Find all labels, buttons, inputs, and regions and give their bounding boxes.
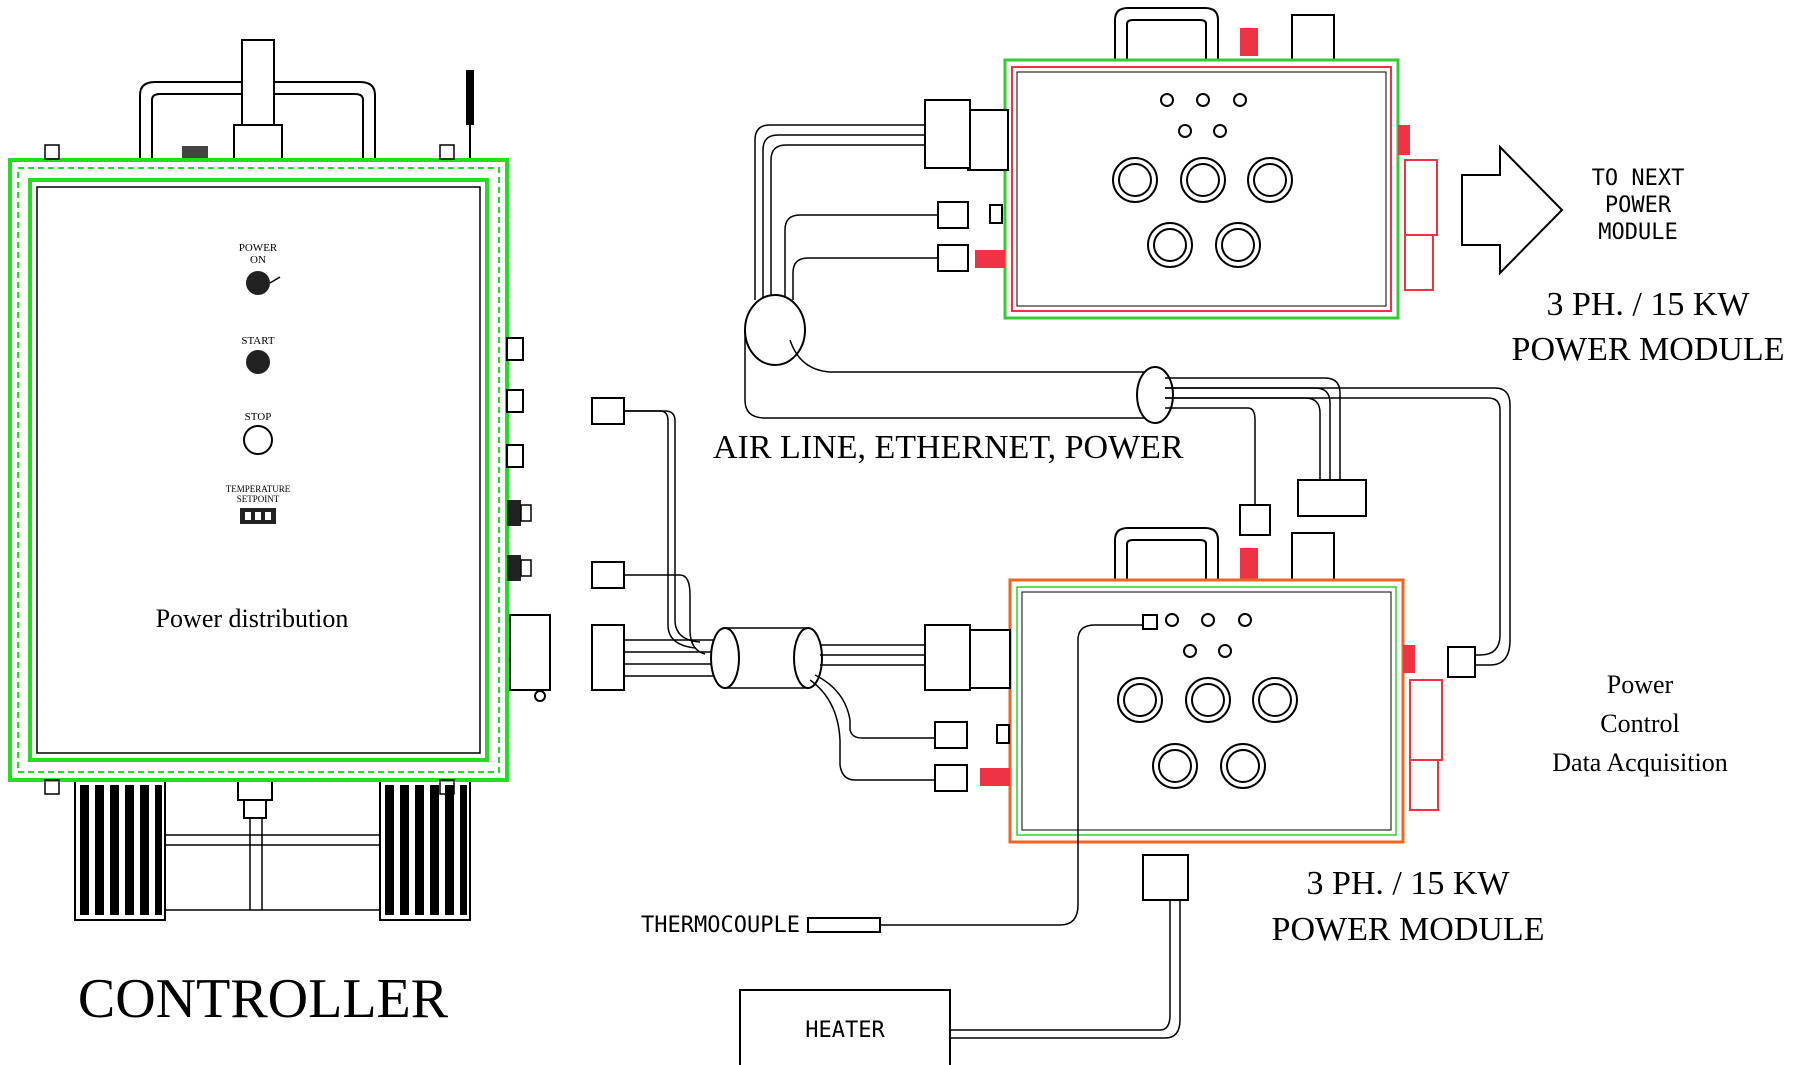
heater-label: HEATER: [805, 1018, 885, 1043]
start-label: START: [241, 335, 275, 347]
svg-text:POWER: POWER: [1605, 193, 1672, 218]
next-module-arrow: [1461, 144, 1564, 276]
lower-harness: [591, 397, 971, 792]
power-module-bottom: [969, 527, 1443, 901]
svg-text:Control: Control: [1600, 709, 1679, 738]
svg-text:Data Acquisition: Data Acquisition: [1552, 748, 1727, 777]
temperature-setpoint-label: TEMPERATURE: [226, 484, 291, 494]
side-connector: [506, 337, 524, 361]
top-connector: [241, 39, 275, 126]
controller-wheel-right: [379, 779, 471, 921]
module-top-handle: [1114, 7, 1219, 60]
controller-title: CONTROLLER: [78, 968, 449, 1030]
controller: POWER ON START STOP TEMPERATURE SETPOINT…: [8, 39, 551, 1030]
power-on-label: POWER: [239, 242, 278, 254]
side-plug: [509, 614, 551, 691]
heater-box: [739, 989, 951, 1065]
panel-label: Power distribution: [156, 604, 349, 633]
svg-text:POWER MODULE: POWER MODULE: [1272, 911, 1545, 948]
heater-connector: [1142, 854, 1189, 901]
bottom-module-label: 3 PH. / 15 KW: [1306, 865, 1510, 902]
sensor-leads: [739, 624, 1181, 1065]
start-button[interactable]: [246, 350, 270, 374]
top-module-label: 3 PH. / 15 KW: [1546, 286, 1750, 323]
svg-text:SETPOINT: SETPOINT: [237, 494, 280, 504]
next-module-label: TO NEXT: [1592, 166, 1685, 191]
svg-text:POWER MODULE: POWER MODULE: [1512, 331, 1785, 368]
cable-label: AIR LINE, ETHERNET, POWER: [713, 429, 1184, 466]
module-top-valve: [1240, 28, 1258, 56]
thermocouple-label: THERMOCOUPLE: [641, 913, 800, 938]
svg-text:MODULE: MODULE: [1598, 220, 1677, 245]
stop-button[interactable]: [243, 425, 273, 455]
svg-text:ON: ON: [250, 254, 266, 266]
upper-harness: [744, 124, 1511, 678]
pcda-label: Power: [1607, 670, 1674, 699]
controller-wheel-left: [74, 779, 166, 921]
power-on-switch[interactable]: [246, 271, 270, 295]
thermocouple-port: [1142, 614, 1158, 630]
module-bottom-handle: [1114, 527, 1219, 580]
stop-label: STOP: [245, 411, 272, 423]
harness-plug: [591, 397, 625, 425]
power-module-top: [924, 7, 1438, 320]
thermocouple-probe: [807, 917, 881, 933]
